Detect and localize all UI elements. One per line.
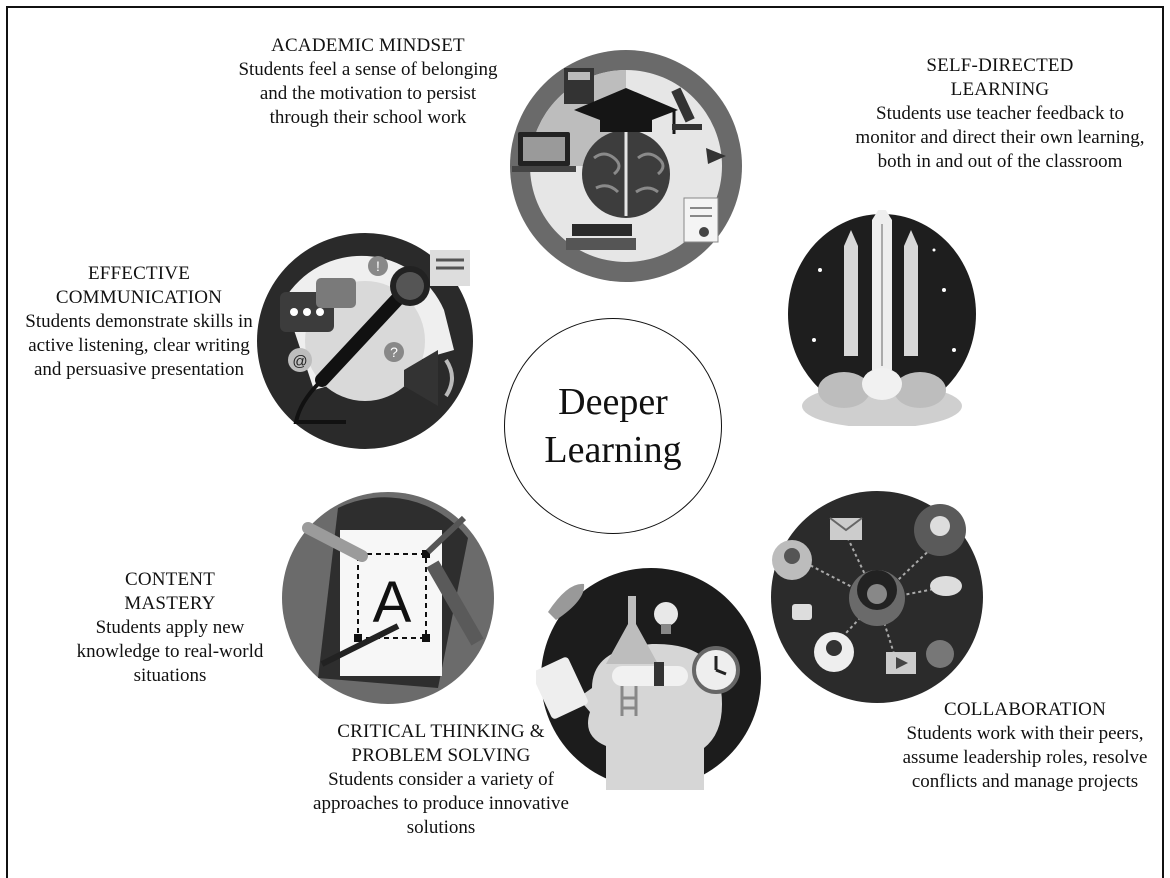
deeper-learning-center: Deeper Learning: [504, 318, 722, 534]
letter-a-pencil-icon: A: [282, 492, 494, 704]
self-directed-learning-label: SELF-DIRECTED LEARNING Students use teac…: [850, 54, 1150, 174]
letter-a-glyph: A: [373, 570, 412, 635]
collaboration-title: COLLABORATION: [944, 699, 1106, 720]
collaboration-desc: Students work with their peers, assume l…: [902, 723, 1148, 792]
network-people-icon: [771, 491, 983, 703]
critical-thinking-label: CRITICAL THINKING & PROBLEM SOLVING Stud…: [296, 720, 586, 840]
svg-text:?: ?: [390, 344, 398, 360]
center-line-1: Deeper: [558, 381, 668, 423]
content-mastery-label: CONTENT MASTERY Students apply new knowl…: [70, 568, 270, 688]
collaboration-label: COLLABORATION Students work with their p…: [880, 698, 1170, 794]
self-directed-learning-desc: Students use teacher feedback to monitor…: [855, 103, 1145, 172]
critical-thinking-desc: Students consider a variety of approache…: [313, 769, 569, 838]
effective-communication-title: EFFECTIVE COMMUNICATION: [55, 263, 223, 308]
effective-communication-desc: Students demonstrate skills in active li…: [25, 311, 253, 380]
academic-mindset-desc: Students feel a sense of belonging and t…: [238, 59, 498, 128]
content-mastery-title: CONTENT MASTERY: [124, 569, 216, 614]
svg-text:@: @: [292, 353, 307, 370]
center-line-2: Learning: [544, 429, 682, 471]
graduation-brain-icon: [510, 50, 742, 282]
content-mastery-desc: Students apply new knowledge to real-wor…: [76, 617, 264, 686]
academic-mindset-label: ACADEMIC MINDSET Students feel a sense o…: [218, 34, 518, 130]
svg-text:!: !: [376, 258, 380, 274]
effective-communication-label: EFFECTIVE COMMUNICATION Students demonst…: [14, 262, 264, 382]
self-directed-learning-title: SELF-DIRECTED LEARNING: [926, 55, 1074, 100]
rocket-launch-icon: [788, 210, 976, 426]
microphone-icon: ! ? @: [257, 233, 473, 449]
diagram-frame: [6, 6, 1164, 878]
head-ideas-icon: [536, 568, 761, 790]
critical-thinking-title: CRITICAL THINKING & PROBLEM SOLVING: [337, 721, 545, 766]
academic-mindset-title: ACADEMIC MINDSET: [271, 35, 465, 56]
